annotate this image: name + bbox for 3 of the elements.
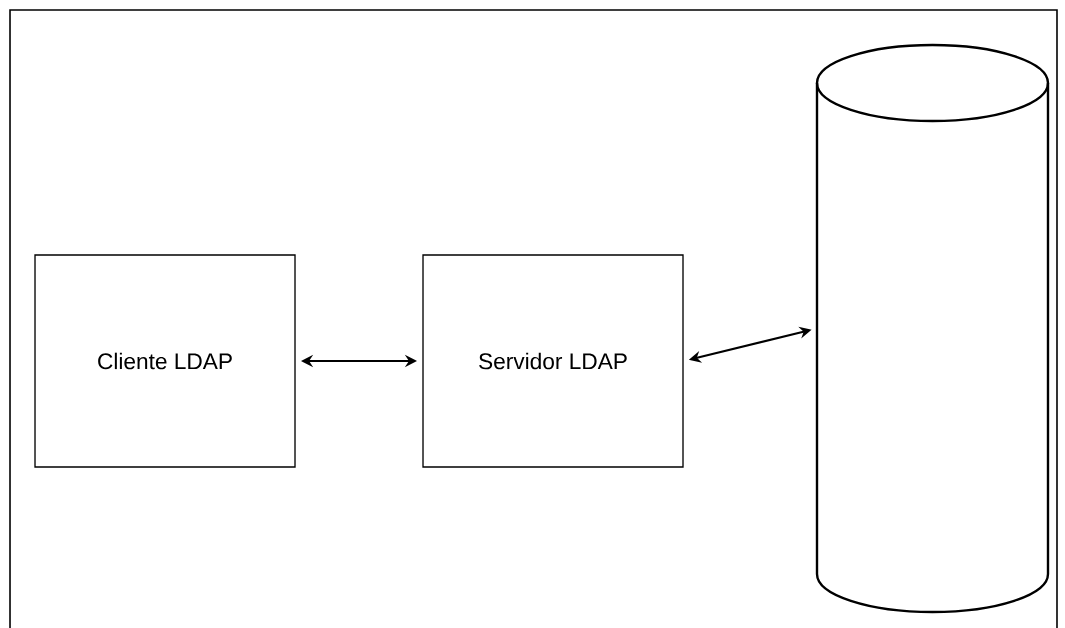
process-box: Servidor LDAP (422, 254, 684, 468)
process-box: Cliente LDAP (34, 254, 296, 468)
database-cylinder (815, 43, 1050, 614)
